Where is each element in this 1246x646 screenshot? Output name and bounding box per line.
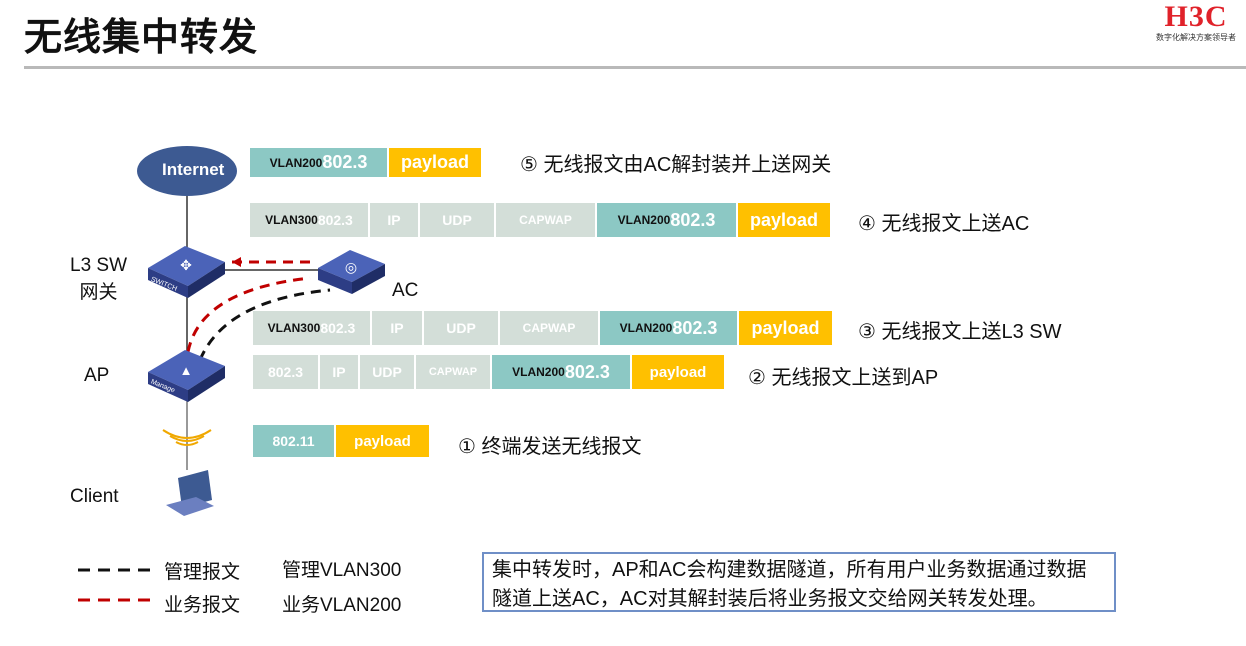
business-tunnel bbox=[186, 276, 311, 353]
svg-text:✥: ✥ bbox=[180, 257, 192, 273]
r3-capwap: CAPWAP bbox=[500, 311, 598, 345]
r4-udp: UDP bbox=[420, 203, 494, 237]
svg-text:▲: ▲ bbox=[180, 363, 193, 378]
legend-mgmt-label: 管理报文 bbox=[164, 562, 241, 583]
legend-business-vlan: 业务VLAN200 bbox=[282, 595, 402, 616]
laptop-icon bbox=[166, 470, 214, 516]
h3c-logo: H3C 数字化解决方案领导者 bbox=[1156, 2, 1236, 43]
ac-icon: ◎ bbox=[318, 250, 385, 294]
ap-icon: ▲ bbox=[148, 350, 225, 402]
wireless-signal-icon bbox=[162, 429, 212, 446]
arrow-icon bbox=[232, 257, 241, 267]
r5-payload: payload bbox=[389, 148, 481, 177]
title-divider bbox=[24, 66, 1246, 69]
page-title: 无线集中转发 bbox=[24, 17, 259, 59]
internet-label: Internet bbox=[162, 160, 225, 179]
r2-ip: IP bbox=[320, 355, 358, 389]
r2-outer-eth: 802.3 bbox=[253, 355, 318, 389]
ac-label: AC bbox=[392, 280, 419, 301]
r1-80211: 802.11 bbox=[253, 425, 334, 457]
r2-payload: payload bbox=[632, 355, 724, 389]
logo-brand: H3C bbox=[1164, 0, 1228, 33]
explanation-note: 集中转发时，AP和AC会构建数据隧道，所有用户业务数据通过数据隧道上送AC，AC… bbox=[482, 552, 1116, 612]
ap-label: AP bbox=[84, 365, 110, 386]
client-label: Client bbox=[70, 486, 119, 507]
r4-ip: IP bbox=[370, 203, 418, 237]
r2-udp: UDP bbox=[360, 355, 414, 389]
l3-switch-icon: ✥ bbox=[148, 246, 225, 298]
r2-capwap: CAPWAP bbox=[416, 355, 490, 389]
r4-capwap: CAPWAP bbox=[496, 203, 595, 237]
logo-tagline: 数字化解决方案领导者 bbox=[1156, 33, 1236, 42]
internet-cloud-icon bbox=[137, 146, 237, 196]
step3-text: ③ 无线报文上送L3 SW bbox=[858, 321, 1062, 343]
legend-business-label: 业务报文 bbox=[164, 595, 241, 616]
r1-payload: payload bbox=[336, 425, 429, 457]
legend-mgmt-vlan: 管理VLAN300 bbox=[282, 560, 402, 581]
step1-text: ① 终端发送无线报文 bbox=[458, 436, 642, 458]
step2-text: ② 无线报文上送到AP bbox=[748, 367, 939, 389]
svg-text:◎: ◎ bbox=[345, 259, 357, 275]
r3-ip: IP bbox=[372, 311, 422, 345]
r3-payload: payload bbox=[739, 311, 832, 345]
step5-text: ⑤ 无线报文由AC解封装并上送网关 bbox=[520, 154, 832, 176]
r4-payload: payload bbox=[738, 203, 830, 237]
r3-udp: UDP bbox=[424, 311, 498, 345]
step4-text: ④ 无线报文上送AC bbox=[858, 213, 1030, 235]
